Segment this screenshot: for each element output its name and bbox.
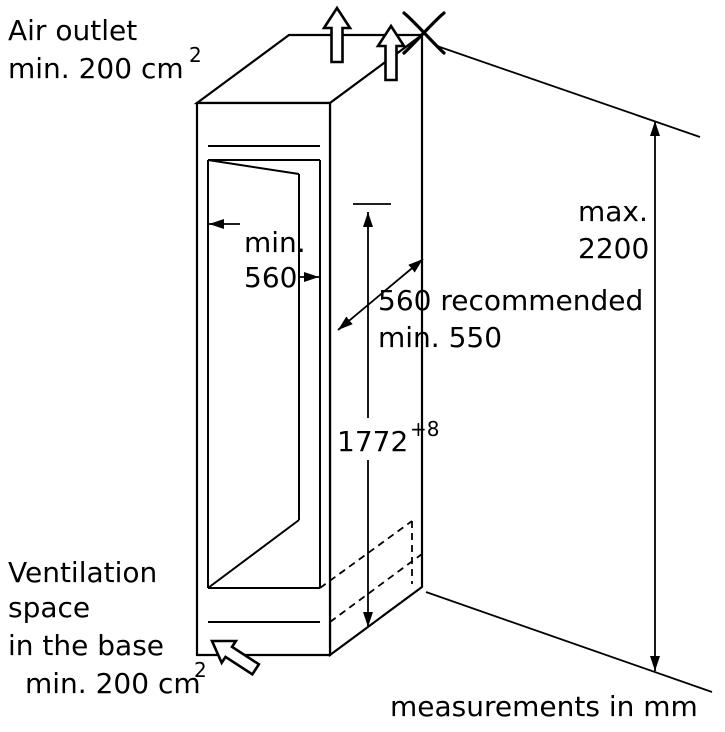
depth-dim-arrow [337,258,424,331]
height-dim-label-tolerance: +8 [410,417,439,441]
air-outlet-arrow-up-2-icon [375,23,407,82]
max-height-label-value: 2200 [578,232,649,265]
air-cross-x-icon [402,11,446,55]
hidden-edges-dashed [319,520,423,623]
air-outlet-label-line2: min. 200 cm [8,52,184,85]
max-height-extension-top [436,45,701,138]
units-footnote: measurements in mm [390,690,698,723]
cabinet-outline [193,32,426,658]
hidden-bottom-depth-edge [319,520,413,589]
height-dim-label-value: 1772 [337,425,408,458]
ventilation-label-superscript: 2 [194,658,207,682]
x-stroke-2 [402,11,446,55]
ventilation-label-line4: min. 200 cm [25,667,201,700]
airflow-arrows [209,5,407,677]
interior-bottom-diagonal [207,519,300,589]
width-dim-label-value: 560 [244,261,297,294]
dimension-lines [209,45,713,693]
niche-interior-lines [207,145,321,623]
ventilation-label-line2: space [8,591,90,624]
depth-dim-label-min: min. 550 [378,321,502,354]
ventilation-base-arrow-icon [209,639,261,677]
interior-top-diagonal [207,159,300,175]
air-outlet-label-superscript: 2 [189,43,202,67]
ventilation-label-line3: in the base [8,629,164,662]
depth-dim-label-recommended: 560 recommended [378,284,643,317]
cabinet-front-face [195,101,332,657]
width-dim-label-min: min. [244,226,306,259]
max-height-label-max: max. [578,195,648,228]
max-height-extension-bottom [425,591,713,693]
ventilation-label-line1: Ventilation [8,556,157,589]
air-outlet-label-line1: Air outlet [8,14,137,47]
air-outlet-arrow-up-1-icon [321,5,353,64]
